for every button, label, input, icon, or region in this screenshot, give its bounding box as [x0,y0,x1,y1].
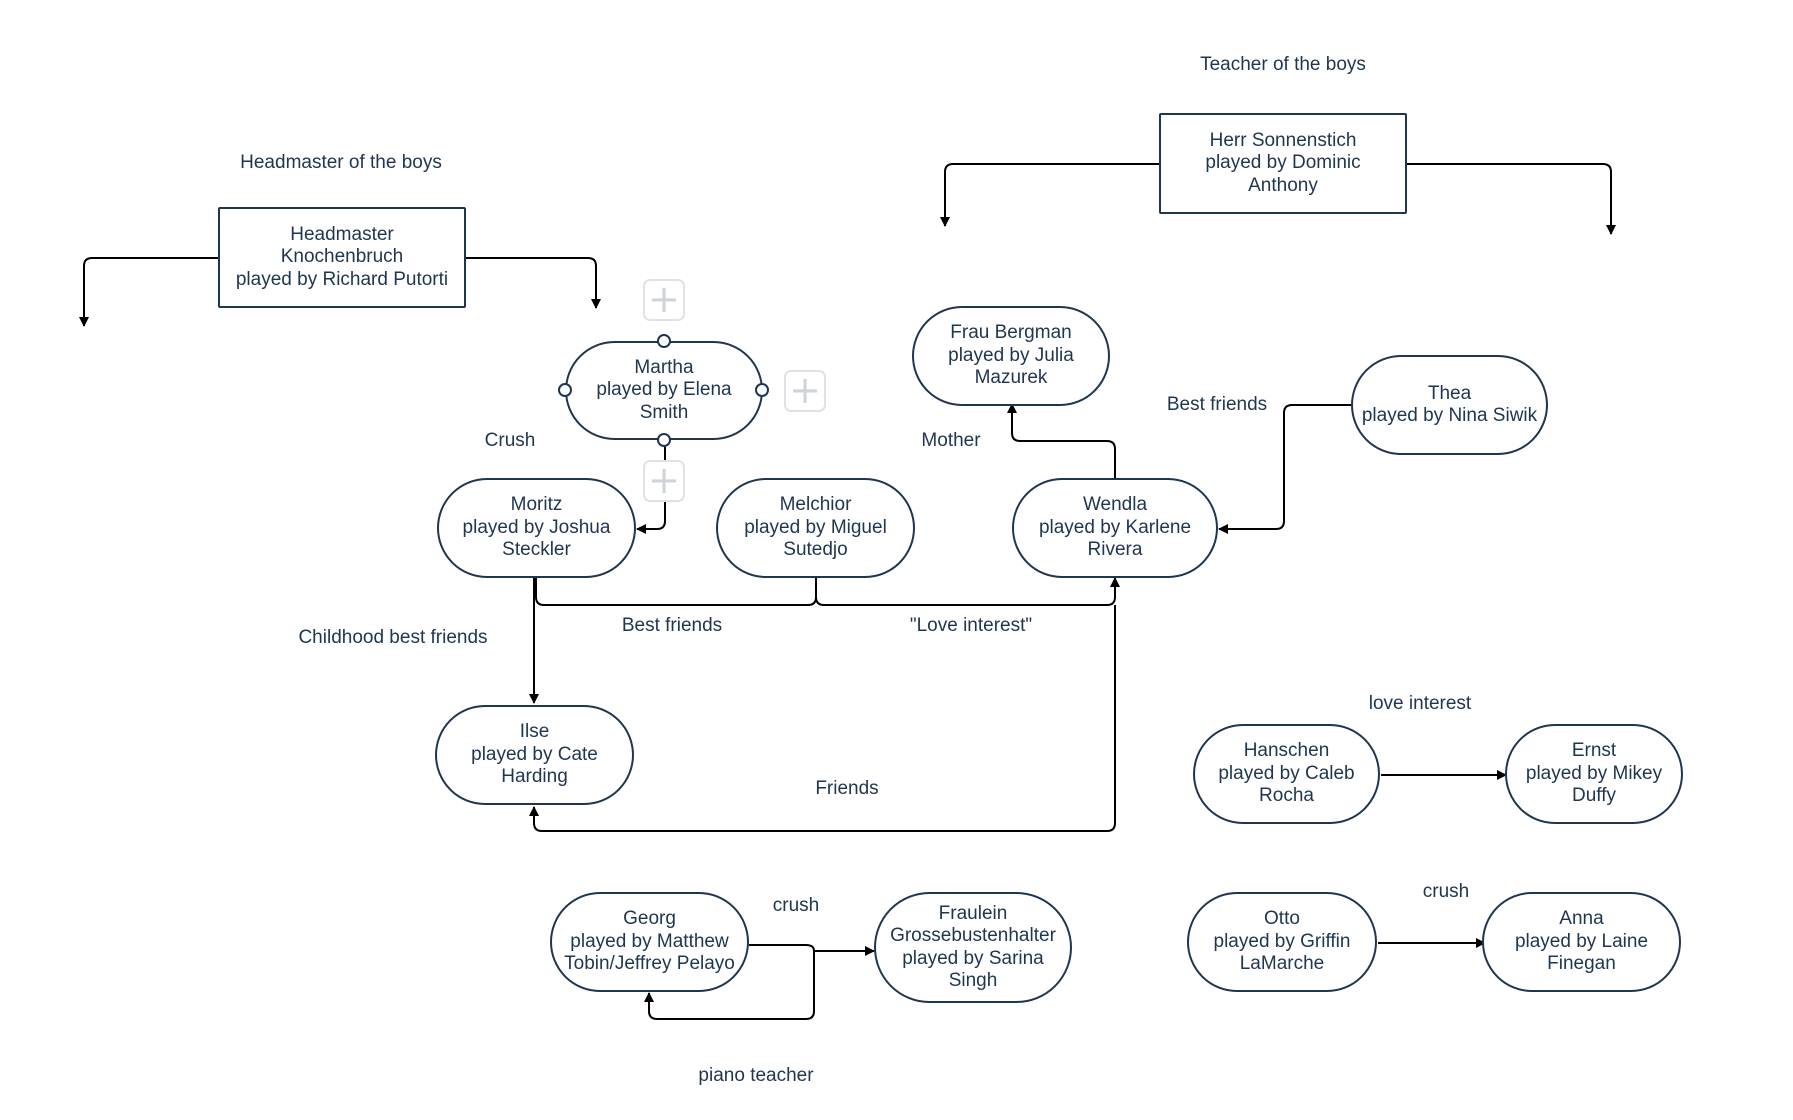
node-otto-text: Otto played by Griffin LaMarche [1213,908,1351,975]
connector-wendla-mother [1007,403,1116,479]
node-melchior-text: Melchior played by Miguel Sutedjo [744,494,887,561]
connection-handle-bottom[interactable] [657,433,671,447]
connection-handle-right[interactable] [755,383,769,397]
connector-martha-moritz [636,447,666,534]
node-thea[interactable]: Thea played by Nina Siwik [1351,355,1548,455]
add-node-top-plus-icon[interactable]: + [643,279,685,321]
node-martha-text: Martha played by Elena Smith [596,356,732,423]
node-thea-text: Thea played by Nina Siwik [1361,382,1538,427]
connector-headmaster-left [79,257,218,327]
node-ilse[interactable]: Ilse played by Cate Harding [435,705,634,805]
node-fraulein-text: Fraulein Grossebustenhalter played by Sa… [890,902,1056,992]
connector-sonnenstich-right [1407,163,1616,235]
node-frau-bergman-text: Frau Bergman played by Julia Mazurek [948,322,1074,389]
connector-wendla-ilse [529,605,1116,832]
node-hanschen[interactable]: Hanschen played by Caleb Rocha [1193,724,1380,824]
node-martha[interactable]: Martha played by Elena Smith [565,341,763,440]
node-ernst-text: Ernst played by Mikey Duffy [1525,740,1663,807]
node-ilse-text: Ilse played by Cate Harding [471,721,598,788]
node-moritz-text: Moritz played by Joshua Steckler [462,494,611,561]
label-love-interest-quoted: "Love interest" [909,615,1033,636]
connector-fraulein-georg [644,951,815,1020]
label-teacher-of-boys: Teacher of the boys [1200,54,1366,75]
node-hanschen-text: Hanschen played by Caleb Rocha [1218,740,1355,807]
label-best-friends-thea: Best friends [1166,394,1268,415]
node-herr-sonnenstich[interactable]: Herr Sonnenstich played by Dominic Antho… [1159,113,1407,214]
label-mother: Mother [921,430,981,451]
connector-sonnenstich-left [940,163,1159,227]
add-node-bottom-plus-icon[interactable]: + [643,460,685,502]
label-childhood-best-friends: Childhood best friends [298,627,488,648]
label-love-interest: love interest [1368,693,1472,714]
node-frau-bergman[interactable]: Frau Bergman played by Julia Mazurek [912,306,1110,406]
connector-moritz-melchior [535,578,817,606]
add-node-right-plus-icon[interactable]: + [784,370,826,412]
label-friends: Friends [815,778,879,799]
connector-thea-wendla [1218,404,1351,534]
node-ernst[interactable]: Ernst played by Mikey Duffy [1505,724,1683,824]
node-georg[interactable]: Georg played by Matthew Tobin/Jeffrey Pe… [550,892,749,992]
label-headmaster-of-boys: Headmaster of the boys [240,152,442,173]
label-crush-otto: crush [1422,881,1470,902]
node-fraulein[interactable]: Fraulein Grossebustenhalter played by Sa… [874,892,1072,1003]
label-best-friends-moritz-melchior: Best friends [621,615,723,636]
label-crush-martha: Crush [484,430,536,451]
connection-handle-top[interactable] [657,334,671,348]
connector-headmaster-right [466,257,601,309]
node-anna[interactable]: Anna played by Laine Finegan [1482,892,1681,992]
node-otto[interactable]: Otto played by Griffin LaMarche [1187,892,1377,992]
node-moritz[interactable]: Moritz played by Joshua Steckler [437,478,636,578]
label-piano-teacher: piano teacher [698,1065,814,1086]
connector-melchior-wendla [815,577,1120,606]
label-crush-georg: crush [772,895,820,916]
node-headmaster[interactable]: Headmaster Knochenbruch played by Richar… [218,207,466,308]
node-wendla-text: Wendla played by Karlene Rivera [1038,494,1192,561]
node-wendla[interactable]: Wendla played by Karlene Rivera [1012,478,1218,578]
connection-handle-left[interactable] [558,383,572,397]
node-georg-text: Georg played by Matthew Tobin/Jeffrey Pe… [564,908,735,975]
node-herr-sonnenstich-text: Herr Sonnenstich played by Dominic Antho… [1205,129,1361,196]
connector-georg-fraulein [749,944,875,956]
node-anna-text: Anna played by Laine Finegan [1514,908,1649,975]
node-headmaster-text: Headmaster Knochenbruch played by Richar… [235,223,449,290]
node-melchior[interactable]: Melchior played by Miguel Sutedjo [716,478,915,578]
